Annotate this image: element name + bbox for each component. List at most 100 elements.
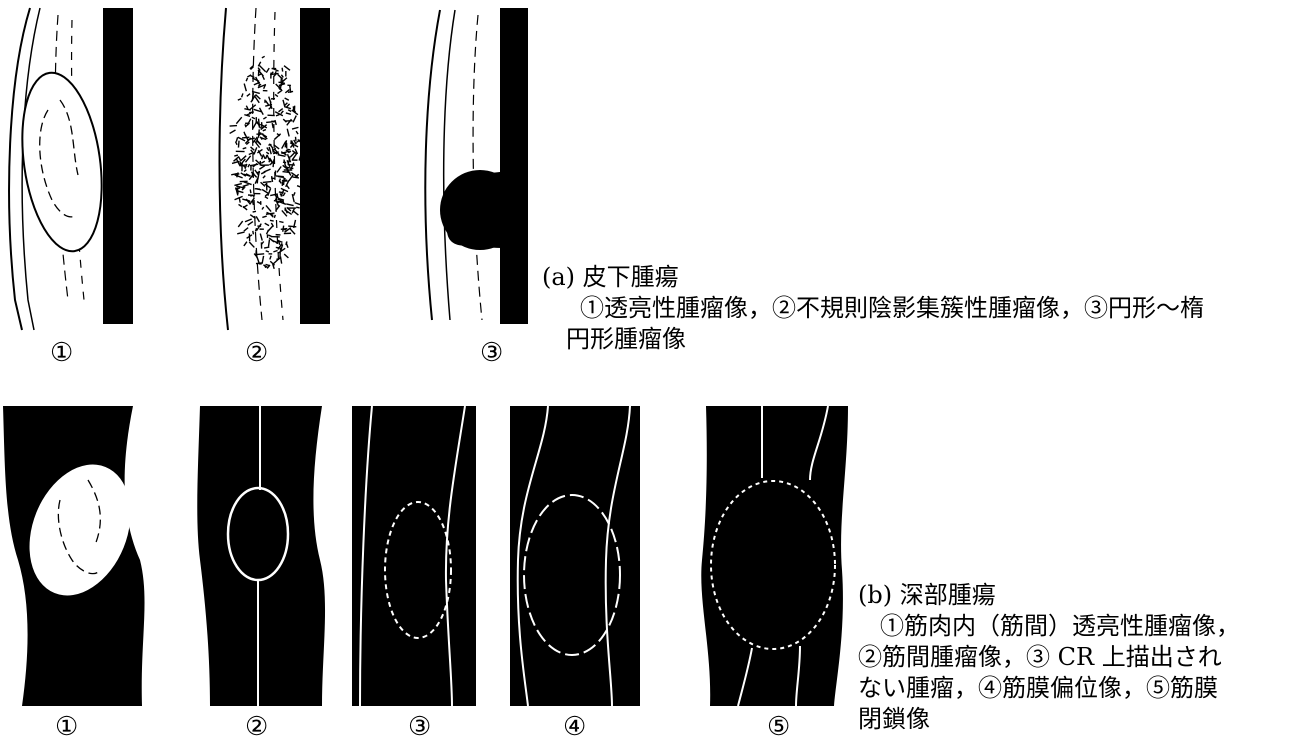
shadow-mark (276, 176, 284, 177)
bone-band (500, 8, 528, 324)
panel-label: ① (50, 338, 73, 368)
shadow-mark (243, 185, 249, 187)
caption-b-line1: ①筋肉内（筋間）透亮性腫瘤像， (858, 611, 1240, 642)
panel-b2 (197, 406, 325, 706)
shadow-mark (244, 170, 246, 172)
shadow-mark (284, 179, 285, 185)
caption-b: (b) 深部腫瘍 ①筋肉内（筋間）透亮性腫瘤像， ②筋間腫瘤像，③ CR 上描出… (858, 580, 1240, 735)
shadow-mark (247, 94, 250, 97)
panel-label: ① (55, 712, 78, 741)
panel-a2 (220, 8, 331, 330)
shadow-mark (234, 184, 241, 186)
shadow-mark (271, 106, 272, 109)
shadow-mark (278, 155, 286, 157)
shadow-mark (235, 142, 237, 145)
shadow-mark (266, 101, 269, 105)
shadow-mark (257, 172, 261, 173)
shadow-mark (266, 152, 269, 154)
shadow-mark (294, 192, 295, 195)
shadow-mark (255, 228, 256, 231)
shadow-mark (271, 223, 273, 227)
shadow-mark (267, 230, 269, 234)
panel-label: ⑤ (767, 712, 790, 741)
shadow-mark (236, 117, 241, 123)
shadow-mark (230, 126, 237, 127)
bone-band (103, 8, 133, 324)
shadow-mark (273, 260, 278, 264)
shadow-mark (253, 231, 254, 235)
shadow-mark (261, 161, 264, 163)
oval-tumor-body (440, 170, 520, 250)
shadow-mark (269, 147, 271, 154)
caption-a-title: (a) 皮下腫瘍 (542, 262, 1204, 293)
shadow-mark (235, 196, 243, 199)
shadow-mark (244, 228, 248, 232)
shadow-mark (275, 94, 278, 96)
panel-label: ② (245, 338, 268, 368)
shadow-mark (263, 117, 266, 119)
skin-line (444, 10, 455, 320)
panel-label: ③ (408, 712, 431, 741)
shadow-mark (243, 148, 247, 149)
panel-b4 (510, 406, 640, 706)
shadow-mark (256, 254, 264, 255)
shadow-mark (281, 75, 283, 78)
panel-b5 (701, 406, 848, 706)
shadow-mark (267, 147, 269, 150)
shadow-mark (235, 175, 243, 178)
shadow-mark (261, 172, 265, 174)
shadow-mark (266, 122, 275, 123)
shadow-mark (288, 110, 291, 112)
panel-a3 (425, 8, 528, 324)
shadow-mark (238, 156, 240, 160)
shadow-mark (285, 98, 289, 100)
fat-line (473, 15, 482, 320)
shadow-mark (286, 241, 287, 245)
shadow-mark (279, 222, 283, 223)
shadow-mark (275, 120, 276, 125)
muscle-silhouette (197, 406, 325, 706)
shadow-mark (245, 219, 252, 222)
shadow-mark (292, 209, 294, 214)
panel-b3 (352, 406, 476, 706)
shadow-mark (262, 216, 266, 217)
shadow-mark (272, 123, 273, 128)
shadow-mark (260, 137, 262, 140)
shadow-mark (281, 111, 283, 114)
shadow-mark (245, 124, 246, 127)
shadow-mark (263, 130, 266, 131)
shadow-mark (260, 234, 262, 241)
shadow-mark (262, 256, 263, 264)
shadow-mark (244, 182, 252, 185)
shadow-mark (283, 100, 285, 108)
shadow-mark (296, 141, 299, 142)
shadow-mark (262, 56, 265, 58)
skin-line (425, 10, 440, 320)
shadow-mark (289, 175, 293, 181)
shadow-mark (259, 65, 265, 71)
shadow-mark (244, 242, 247, 246)
shadow-mark (290, 86, 291, 93)
shadow-mark (263, 176, 265, 178)
shadow-mark (248, 138, 255, 140)
shadow-mark (270, 256, 271, 260)
shadow-mark (238, 191, 243, 193)
shadow-mark (250, 164, 258, 165)
shadow-mark (257, 257, 259, 263)
shadow-mark (242, 137, 249, 138)
shadow-mark (266, 251, 269, 252)
shadow-mark (267, 155, 269, 160)
shadow-mark (239, 204, 242, 206)
shadow-mark (262, 207, 264, 210)
shadow-mark (238, 99, 241, 101)
shadow-mark (256, 189, 261, 190)
shadow-mark (265, 223, 269, 225)
shadow-mark (285, 103, 288, 106)
shadow-mark (245, 156, 250, 162)
shadow-mark (287, 149, 290, 150)
panel-label: ④ (563, 712, 586, 741)
panel-label: ③ (480, 338, 503, 368)
shadow-mark (284, 66, 290, 71)
clustered-shadow-tumor (230, 56, 307, 269)
shadow-mark (252, 117, 255, 119)
